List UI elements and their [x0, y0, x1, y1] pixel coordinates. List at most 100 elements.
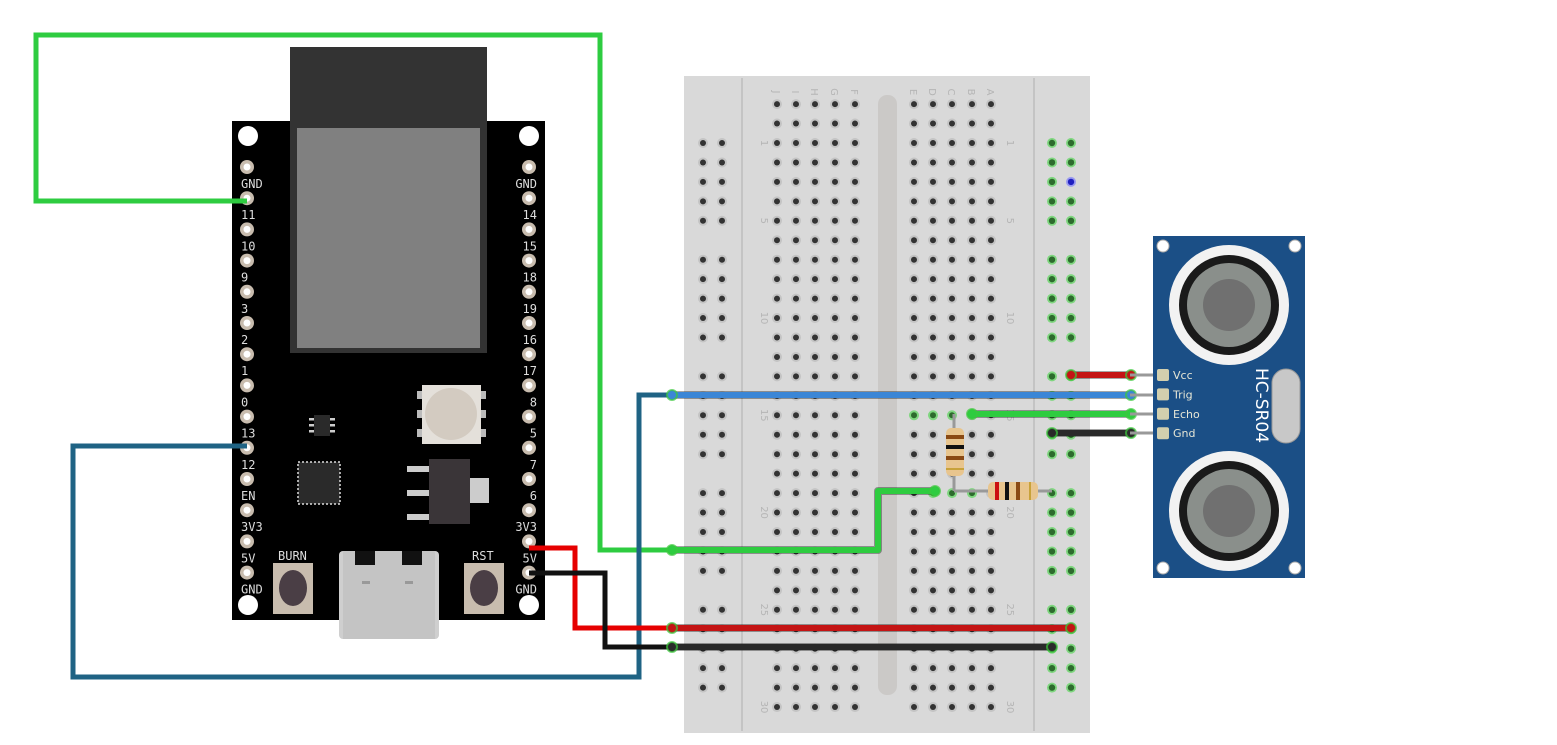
breadboard-hole-center	[930, 412, 936, 419]
breadboard-hole-center	[812, 665, 818, 672]
rail-hole-center	[1048, 256, 1056, 263]
rail-hole-center	[1048, 373, 1056, 380]
breadboard-hole-center	[793, 315, 799, 322]
breadboard-hole-center	[812, 140, 818, 146]
header-pin-hole	[525, 319, 533, 327]
breadboard-hole-center	[969, 587, 975, 594]
breadboard-hole-center	[774, 587, 780, 594]
breadboard-hole-center	[793, 665, 799, 672]
wire-echo-board[interactable]	[669, 488, 938, 553]
breadboard-hole-center	[793, 412, 799, 419]
rail-hole-center	[700, 198, 706, 205]
breadboard-hole-center	[930, 529, 936, 535]
breadboard-hole-center	[793, 373, 799, 380]
breadboard-hole-center	[988, 606, 994, 613]
header-pin-hole	[243, 319, 251, 327]
breadboard-hole-center	[793, 217, 799, 224]
rail-hole-center	[1067, 159, 1075, 166]
breadboard-hole-center	[812, 587, 818, 594]
header-pin-hole	[525, 413, 533, 421]
breadboard-hole-center	[969, 704, 975, 711]
resistor-1[interactable]	[946, 428, 964, 476]
breadboard-hole-center	[793, 704, 799, 711]
rail-hole-center	[1067, 295, 1075, 302]
column-label: A	[984, 89, 995, 96]
breadboard-hole-center	[812, 295, 818, 302]
breadboard-hole-center	[852, 665, 858, 672]
breadboard-hole-center	[930, 159, 936, 166]
pin-label: 0	[241, 395, 248, 409]
breadboard-hole-center	[930, 237, 936, 244]
column-label: G	[828, 88, 839, 96]
breadboard-hole-center	[930, 470, 936, 477]
breadboard-hole-center	[949, 159, 955, 166]
rail-hole-center	[1048, 275, 1056, 283]
header-pin-hole	[525, 257, 533, 265]
breadboard-hole-center	[793, 353, 799, 360]
rail-hole-center	[700, 256, 706, 263]
rail-hole-center	[1067, 314, 1075, 322]
breadboard-hole-center	[793, 684, 799, 691]
sensor-pin-trig[interactable]	[1157, 388, 1169, 401]
header-pin-hole	[243, 288, 251, 296]
breadboard-hole-center	[949, 509, 955, 516]
breadboard-hole-center	[793, 178, 799, 185]
column-label: D	[926, 88, 937, 96]
breadboard-hole-center	[911, 159, 917, 166]
breadboard-hole-center	[852, 159, 858, 166]
breadboard-hole-center	[930, 704, 936, 711]
breadboard-hole-center	[911, 120, 917, 127]
breadboard-hole-center	[852, 198, 858, 205]
breadboard-hole-center	[852, 334, 858, 341]
wire-end	[929, 485, 941, 497]
wire-gpio12-trig[interactable]	[70, 392, 672, 680]
resistor-2[interactable]	[988, 482, 1038, 500]
breadboard-hole-center	[774, 470, 780, 477]
breadboard-hole-center	[988, 587, 994, 594]
pin-label: GND	[515, 177, 537, 191]
sensor-pin-vcc[interactable]	[1157, 369, 1169, 381]
rail-hole-center	[700, 567, 706, 574]
sensor-pin-gnd[interactable]	[1157, 427, 1169, 440]
rail-hole-center	[700, 334, 706, 341]
breadboard-hole-center	[988, 684, 994, 691]
breadboard-hole-center	[988, 276, 994, 283]
breadboard-hole-center	[930, 587, 936, 594]
breadboard-hole-center	[911, 101, 917, 108]
breadboard-hole-center	[774, 567, 780, 574]
breadboard-hole-center	[812, 470, 818, 477]
row-label: 1	[1004, 140, 1015, 146]
breadboard-hole-center	[812, 237, 818, 244]
rail-hole-center	[1048, 606, 1056, 613]
wire-gnd[interactable]	[529, 570, 672, 650]
resistors	[946, 414, 1052, 500]
pin-label: 7	[530, 458, 537, 472]
breadboard-hole-center	[793, 509, 799, 516]
breadboard-hole-center	[812, 353, 818, 360]
rail-hole-center	[700, 217, 706, 224]
sensor-pin-echo[interactable]	[1157, 407, 1169, 420]
rail-hole-center	[719, 684, 725, 691]
rail-hole-center	[719, 412, 725, 419]
wire-gpio11-echo[interactable]	[33, 32, 672, 553]
breadboard-hole-center	[774, 529, 780, 535]
breadboard-hole-center	[832, 684, 838, 691]
breadboard-hole-center	[911, 665, 917, 672]
wire-5v[interactable]	[529, 545, 672, 631]
breadboard-hole-center	[969, 684, 975, 691]
rail-hole-center	[1067, 528, 1075, 536]
breadboard-hole-center	[832, 334, 838, 341]
breadboard-hole-center	[793, 256, 799, 263]
column-label: E	[907, 89, 918, 95]
breadboard-hole-center	[969, 529, 975, 535]
pin-label: 17	[523, 364, 537, 378]
breadboard-hole-center	[832, 237, 838, 244]
pin-label: 2	[241, 333, 248, 347]
breadboard-hole-center	[832, 665, 838, 672]
wire-end	[1046, 641, 1058, 653]
pin-label: 14	[523, 208, 537, 222]
pin-label: 15	[523, 239, 537, 253]
breadboard-hole-center	[911, 315, 917, 322]
breadboard-hole-center	[930, 606, 936, 613]
rail-hole-center	[719, 315, 725, 322]
